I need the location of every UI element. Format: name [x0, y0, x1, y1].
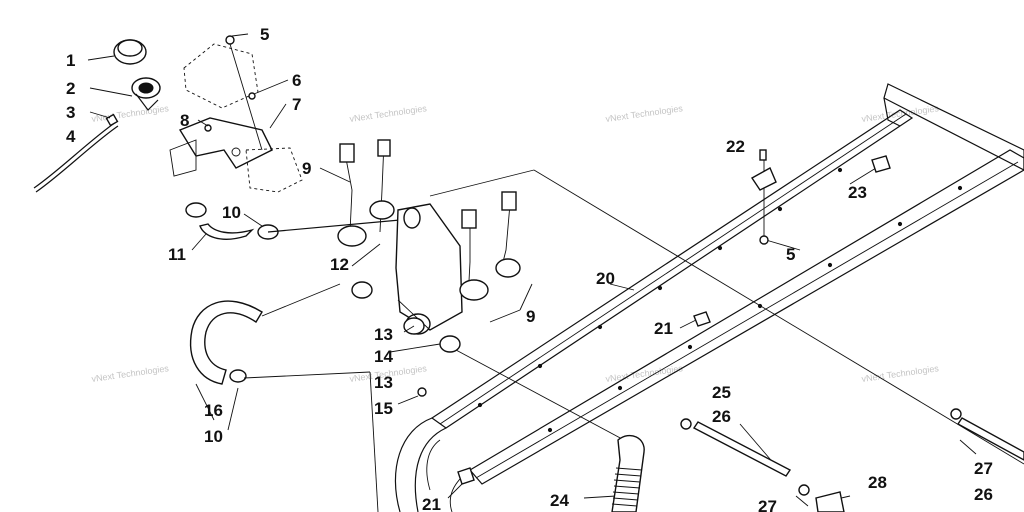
grommet	[750, 167, 777, 191]
watermark-5: vNext Technologies	[91, 363, 170, 384]
callout-13-bottom: 13	[374, 373, 393, 392]
nut-4	[950, 408, 962, 420]
hose-clamp-small	[105, 113, 119, 127]
watermark-2: vNext Technologies	[349, 103, 428, 124]
hose-clamp	[185, 202, 461, 353]
callout-10-top: 10	[222, 203, 241, 222]
callout-16: 16	[204, 401, 223, 420]
sensor-harness-left	[337, 139, 395, 247]
radiator-cap	[113, 39, 147, 65]
callout-23: 23	[848, 183, 867, 202]
callout-26-right: 26	[974, 485, 993, 504]
mounting-bracket	[169, 117, 273, 177]
clip-3	[457, 467, 475, 485]
clip-2	[693, 311, 711, 327]
callout-4: 4	[66, 127, 76, 146]
callout-24: 24	[550, 491, 569, 510]
callout-26-left: 26	[712, 407, 731, 426]
callout-1: 1	[66, 51, 75, 70]
watermark-3: vNext Technologies	[605, 103, 684, 124]
callout-5-right: 5	[786, 245, 795, 264]
callout-27-bottom: 27	[758, 497, 777, 512]
callout-21-top: 21	[654, 319, 673, 338]
corrugated-hose	[611, 434, 645, 512]
callout-28: 28	[868, 473, 887, 492]
callout-9-bottom: 9	[526, 307, 535, 326]
nut-3	[798, 484, 810, 496]
bolt	[759, 149, 767, 161]
callout-7: 7	[292, 95, 301, 114]
thermostat-housing	[395, 203, 463, 335]
callout-14: 14	[374, 347, 393, 366]
rods	[692, 417, 1024, 477]
callout-21-bottom: 21	[422, 495, 441, 512]
leader-lines	[87, 33, 1024, 512]
callout-labels: 1 2 3 4 5 6 7 8 9 10 11 12 13 14 13 15 1…	[66, 25, 993, 512]
callout-2: 2	[66, 79, 75, 98]
coolant-hose-long	[190, 300, 263, 385]
coolant-reservoir	[183, 43, 303, 193]
callout-8: 8	[180, 111, 189, 130]
callout-12: 12	[330, 255, 349, 274]
callout-15: 15	[374, 399, 393, 418]
clip	[871, 155, 891, 173]
watermark-1: vNext Technologies	[91, 103, 170, 124]
sensor-harness-right	[459, 191, 521, 301]
callout-5-top: 5	[260, 25, 269, 44]
hose-clamp-lower	[229, 369, 247, 383]
bracket-28	[815, 491, 845, 512]
callout-20: 20	[596, 269, 615, 288]
callout-13-top: 13	[374, 325, 393, 344]
callout-27-right: 27	[974, 459, 993, 478]
nut	[759, 235, 769, 245]
screw	[417, 387, 427, 397]
filler-neck	[131, 77, 161, 111]
overflow-hose	[33, 121, 119, 193]
callout-25: 25	[712, 383, 731, 402]
callout-3: 3	[66, 103, 75, 122]
callout-11: 11	[168, 245, 186, 264]
nut-2	[680, 418, 692, 430]
coolant-hose-short	[199, 223, 255, 240]
fasteners	[417, 149, 962, 496]
callout-22: 22	[726, 137, 745, 156]
callout-9-top: 9	[302, 159, 311, 178]
frame-rail	[394, 83, 1024, 512]
callout-6: 6	[292, 71, 301, 90]
callout-10-bottom: 10	[204, 427, 223, 446]
